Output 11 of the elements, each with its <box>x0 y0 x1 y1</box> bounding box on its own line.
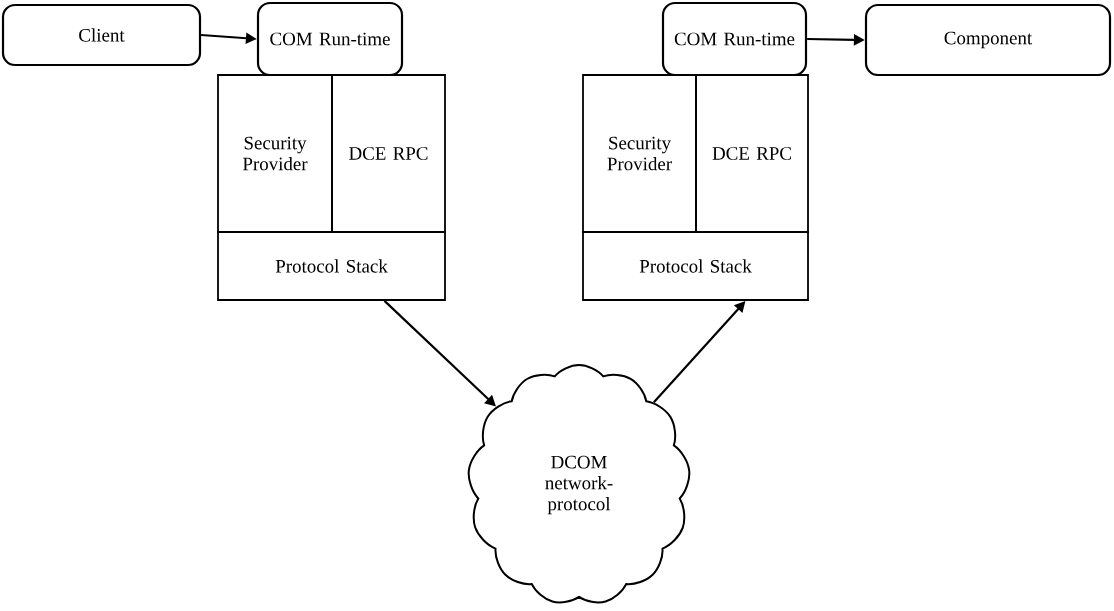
stack-cell: Protocol Stack <box>582 231 809 301</box>
stack-cell: DCE RPC <box>331 74 446 233</box>
stack-cell: DCE RPC <box>695 74 809 233</box>
network-cloud: DCOM network-protocol <box>467 364 691 604</box>
stack-cell: Protocol Stack <box>217 231 446 301</box>
process-box: Client <box>1 3 202 67</box>
stack-cell: Security Provider <box>217 74 333 233</box>
process-box: COM Run-time <box>256 1 404 77</box>
stack-cell: Security Provider <box>582 74 697 233</box>
process-box: Component <box>864 3 1112 77</box>
process-box: COM Run-time <box>661 1 808 77</box>
